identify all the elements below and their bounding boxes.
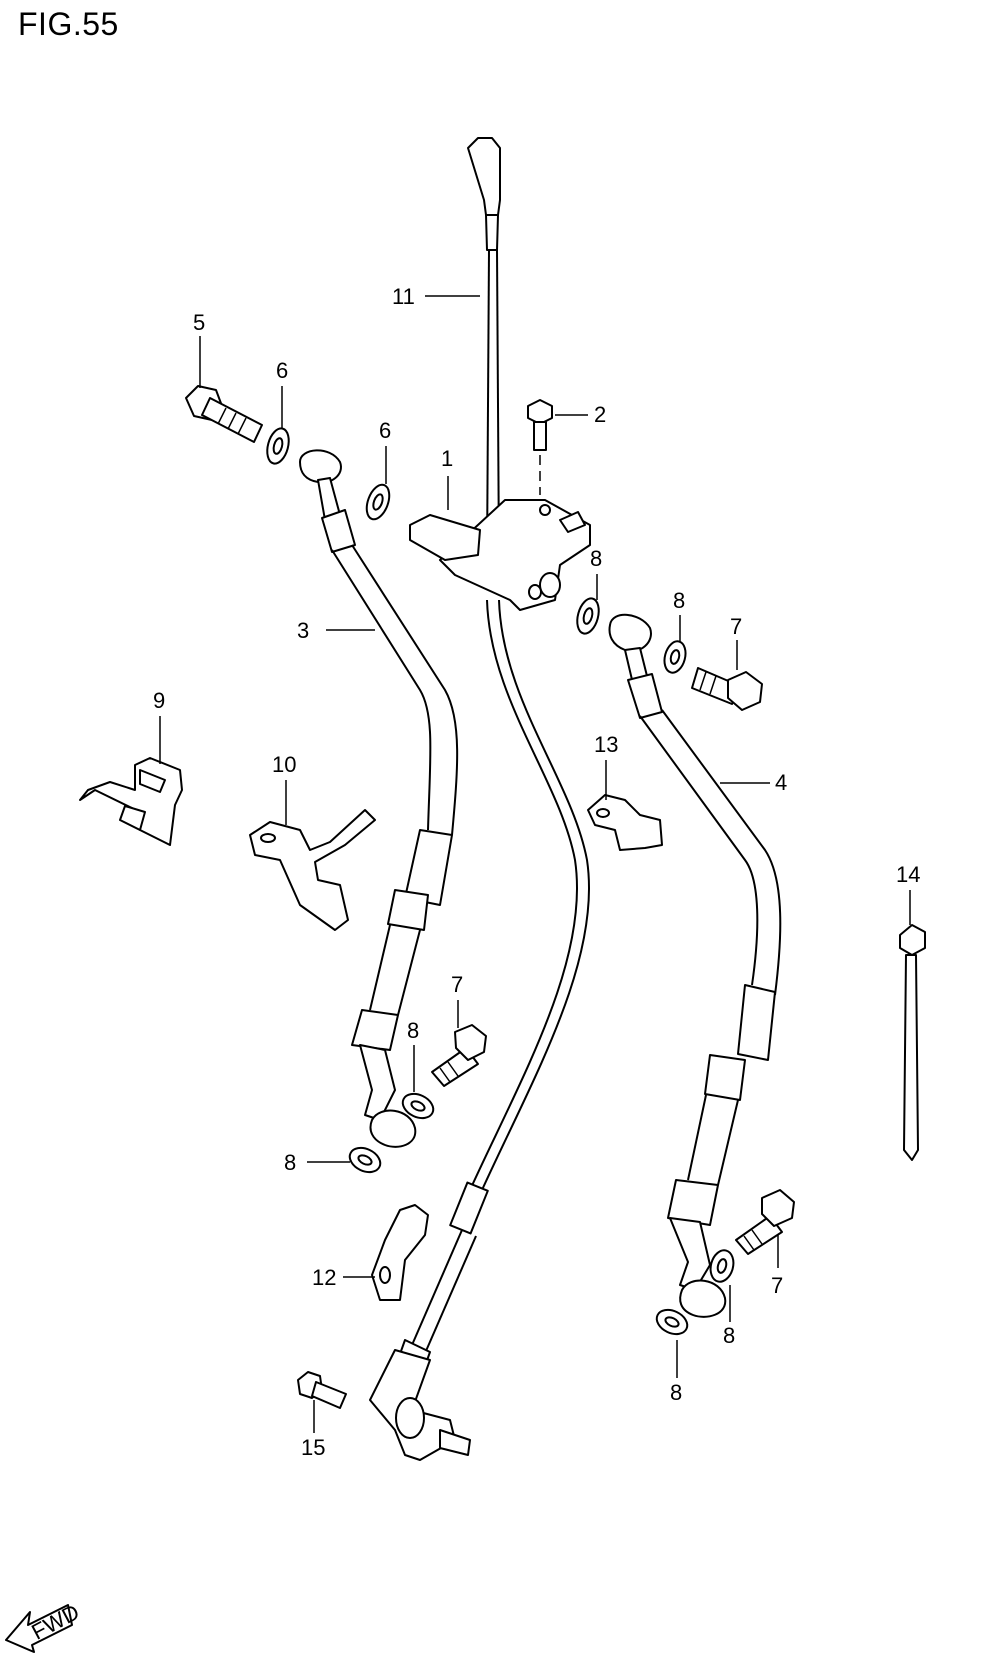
part-14-cable-tie — [899, 924, 926, 1161]
callout-14: 14 — [896, 862, 920, 887]
callout-5: 5 — [193, 310, 205, 335]
figure-title: FIG.55 — [18, 6, 119, 42]
part-6-washer-right — [365, 483, 391, 521]
part-3-brake-hose-left — [299, 449, 459, 1148]
part-8-washer-mid — [401, 1092, 435, 1120]
part-8-washer-lower-right — [709, 1249, 735, 1283]
callout-10: 10 — [272, 752, 296, 777]
callout-3: 3 — [297, 618, 309, 643]
callout-8-bottom: 8 — [670, 1380, 682, 1405]
part-8-washer-upper-right — [663, 640, 687, 674]
part-6-washer-left — [266, 427, 290, 465]
part-8-washer-lower-left — [348, 1146, 382, 1174]
part-1-brake-hose-joint — [409, 499, 591, 611]
callout-8-lower-right: 8 — [723, 1323, 735, 1348]
callout-labels: 1 2 3 4 5 6 6 7 7 7 8 8 8 8 8 8 9 10 11 … — [153, 284, 920, 1460]
callout-1: 1 — [441, 446, 453, 471]
part-10-hose-bracket — [249, 809, 376, 931]
part-12-hose-clamp — [371, 1204, 429, 1301]
part-7-union-bolt-lower — [735, 1189, 795, 1255]
part-9-hose-clamp — [79, 757, 183, 846]
fwd-arrow-icon: FWD — [5, 1599, 83, 1653]
callout-7-upper: 7 — [730, 614, 742, 639]
callout-leaders — [159, 295, 911, 1433]
part-11-brake-hose-upper — [394, 137, 591, 1381]
speed-sensor — [369, 1349, 471, 1461]
part-8-washer-upper-left — [576, 597, 600, 635]
callout-7-mid: 7 — [451, 972, 463, 997]
callout-9: 9 — [153, 688, 165, 713]
callout-2: 2 — [594, 402, 606, 427]
callout-11: 11 — [392, 284, 415, 309]
fwd-label: FWD — [27, 1599, 83, 1645]
callout-15: 15 — [301, 1435, 325, 1460]
callout-8-lower-left: 8 — [284, 1150, 296, 1175]
part-5-union-bolt — [185, 385, 263, 443]
callout-8-upper-right: 8 — [673, 588, 685, 613]
callout-7-lower: 7 — [771, 1273, 783, 1298]
callout-8-upper-left: 8 — [590, 546, 602, 571]
part-7-union-bolt-upper — [691, 667, 763, 711]
part-4-brake-hose-right — [608, 613, 782, 1318]
callout-6-left: 6 — [276, 358, 288, 383]
callout-4: 4 — [775, 770, 787, 795]
part-7-union-bolt-mid — [431, 1024, 487, 1087]
part-15-bolt — [297, 1371, 347, 1409]
part-8-washer-bottom — [655, 1308, 689, 1336]
callout-13: 13 — [594, 732, 618, 757]
callout-6-right: 6 — [379, 418, 391, 443]
callout-12: 12 — [312, 1265, 336, 1290]
callout-8-mid: 8 — [407, 1018, 419, 1043]
part-2-bolt — [527, 399, 553, 495]
part-13-hose-clamp — [587, 794, 663, 851]
